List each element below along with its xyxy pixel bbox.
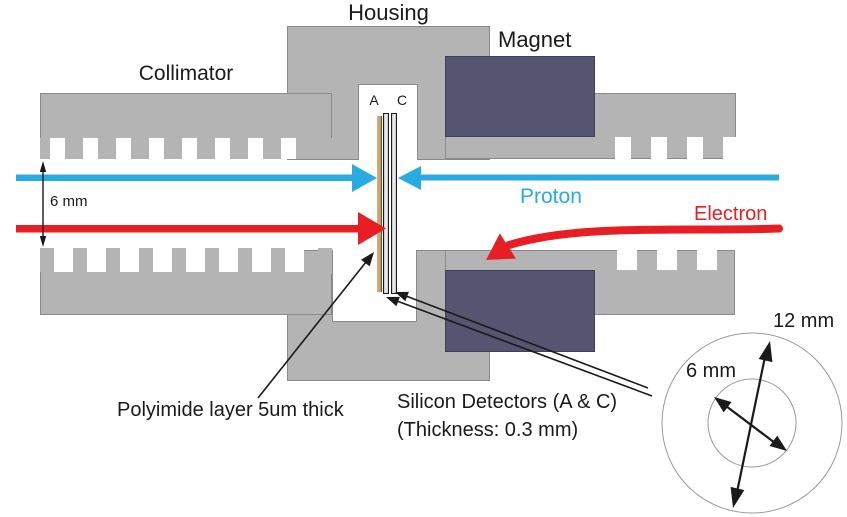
detector-c-label: C xyxy=(396,92,408,108)
collimator-label: Collimator xyxy=(138,62,234,85)
magnet-top-block xyxy=(445,56,595,137)
collimator-top-left-block xyxy=(40,93,332,138)
polyimide-layer-strip xyxy=(377,116,382,292)
silicon-pointer-arrow-a xyxy=(386,296,653,397)
beam-gap-dimension-arrow xyxy=(39,161,47,247)
collimator-bottom-left-block xyxy=(40,272,332,315)
magnet-label: Magnet xyxy=(498,27,572,52)
proton-beam-right-arrow xyxy=(398,166,779,190)
magnet-bottom-block xyxy=(445,270,595,352)
collimator-bottom-right-teeth xyxy=(597,250,735,270)
detector-a-label: A xyxy=(369,92,379,108)
electron-beam-label: Electron xyxy=(694,203,768,225)
polyimide-pointer-arrow xyxy=(257,252,374,399)
housing-label: Housing xyxy=(348,0,429,25)
front-view-outer-dimension-label: 12 mm xyxy=(773,310,835,332)
collimator-bottom-left-teeth xyxy=(40,248,304,272)
silicon-detectors-label-line1: Silicon Detectors (A & C) xyxy=(397,391,618,413)
silicon-detector-a xyxy=(383,113,389,294)
silicon-detectors-label: Silicon Detectors (A & C) (Thickness: 0.… xyxy=(397,388,617,444)
silicon-detector-c xyxy=(391,113,397,294)
collimator-bottom-left-endpost xyxy=(318,248,332,274)
collimator-top-right-teeth xyxy=(595,137,736,159)
proton-beam-left-arrow xyxy=(16,164,377,192)
front-view-circles xyxy=(661,332,843,514)
beam-gap-dimension-label: 6 mm xyxy=(50,193,88,210)
polyimide-layer-label: Polyimide layer 5um thick xyxy=(117,399,344,421)
electron-deflected-arrow xyxy=(486,224,783,260)
silicon-pointer-arrow-c xyxy=(395,291,649,389)
front-view-inner-dimension-label: 6 mm xyxy=(686,360,736,382)
front-view-inner-dimension-arrow xyxy=(714,397,787,451)
silicon-detectors-label-line2: (Thickness: 0.3 mm) xyxy=(397,419,579,441)
collimator-top-left-teeth xyxy=(40,138,300,159)
proton-beam-label: Proton xyxy=(520,185,582,208)
electron-beam-left-arrow xyxy=(16,212,386,245)
